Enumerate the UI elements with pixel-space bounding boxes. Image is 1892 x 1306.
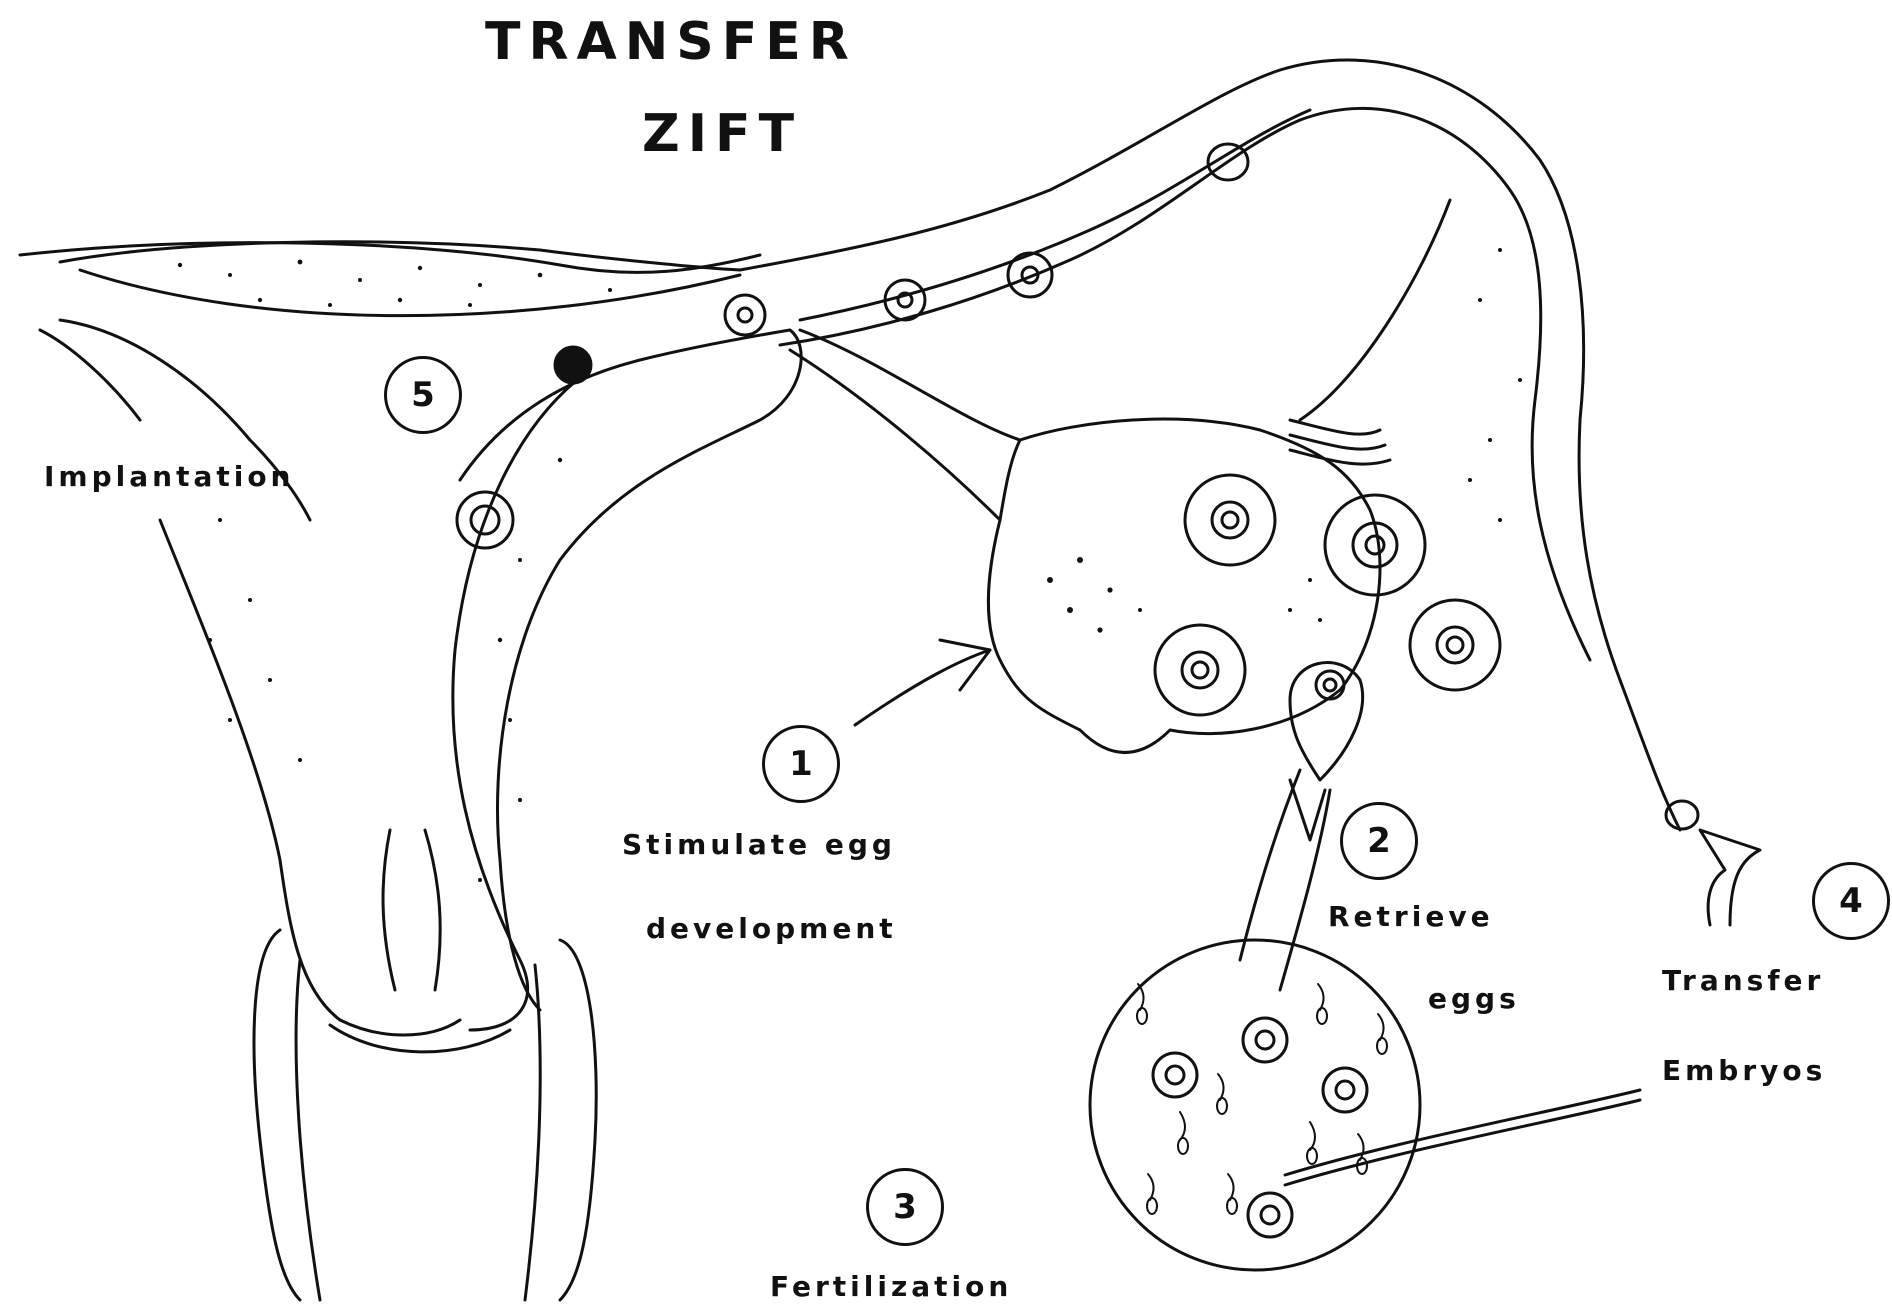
vagina-left — [254, 930, 300, 1300]
fallopian-tube-inner — [800, 110, 1310, 320]
needle-tip — [1290, 780, 1325, 840]
step-1-caption-line-2: development — [646, 912, 897, 945]
cervix-canal-right — [425, 830, 440, 990]
step-4-caption-line-1: Transfer — [1662, 964, 1824, 997]
fallopian-tube-lower — [780, 108, 1590, 660]
step-5-caption-line-1: Implantation — [44, 460, 295, 493]
tube-end — [1620, 680, 1680, 830]
tissue-stipple — [178, 248, 1522, 882]
retrieval-needle — [1240, 770, 1330, 990]
transfer-catheter-2 — [1285, 1100, 1640, 1185]
fallopian-tube-upper — [740, 60, 1620, 680]
transfer-arrow — [1700, 830, 1760, 925]
uterus-outline — [20, 243, 760, 273]
culture-dish — [1090, 940, 1420, 1270]
step-2-caption-line-1: Retrieve — [1328, 900, 1494, 933]
ovarian-ligament — [800, 330, 1020, 440]
uterine-wall-bottom — [80, 270, 740, 316]
diagram-title-line-2: ZIFT — [642, 104, 802, 164]
cervix-left — [160, 520, 460, 1035]
embryo-dark — [555, 347, 591, 383]
diagram-title-line-1: TRANSFER — [485, 12, 857, 72]
vagina-inner-right — [525, 965, 540, 1300]
uterine-cavity-left-inner — [40, 330, 140, 420]
stimulation-arrow — [855, 640, 990, 725]
transfer-catheter — [1285, 1090, 1640, 1175]
cervix-canal-left — [383, 830, 395, 990]
fimbriae — [1290, 200, 1450, 464]
vagina-inner-left — [296, 960, 320, 1300]
step-4-marker: 4 — [1812, 862, 1890, 940]
step-1-caption-line-1: Stimulate egg — [622, 828, 896, 861]
step-3-caption-line-1: Fertilization — [770, 1270, 1012, 1303]
uterine-horn — [460, 330, 801, 1010]
cervix-right — [453, 370, 590, 1030]
step-3-marker: 3 — [866, 1168, 944, 1246]
tube-end-opening — [1666, 801, 1698, 829]
step-2-caption-line-2: eggs — [1428, 982, 1520, 1015]
step-5-marker: 5 — [384, 356, 462, 434]
step-4-caption-line-2: Embryos — [1662, 1054, 1826, 1087]
step-1-marker: 1 — [762, 725, 840, 803]
vagina-right — [560, 940, 596, 1300]
step-2-marker: 2 — [1340, 802, 1418, 880]
ovary — [988, 419, 1380, 752]
